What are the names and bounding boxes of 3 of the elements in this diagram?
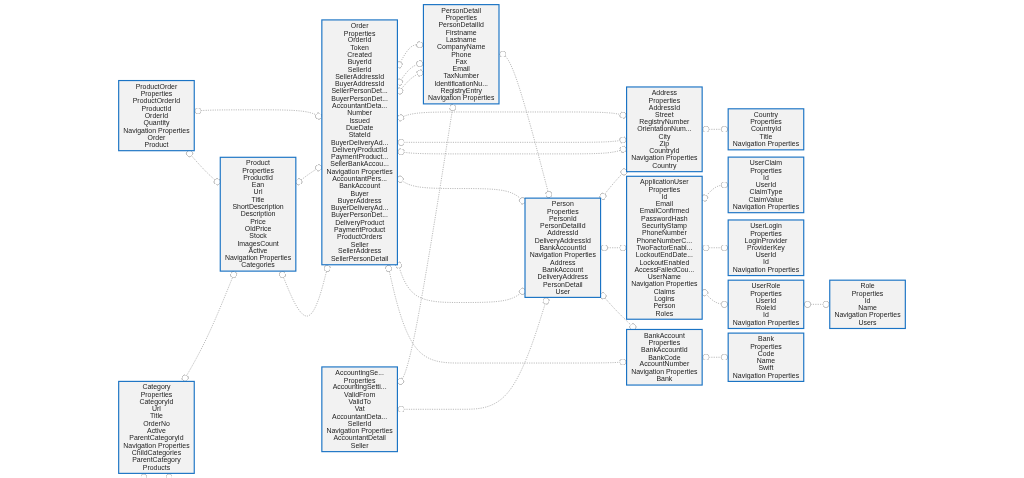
connector [140, 473, 173, 478]
connector [599, 168, 628, 200]
connector [600, 244, 627, 252]
